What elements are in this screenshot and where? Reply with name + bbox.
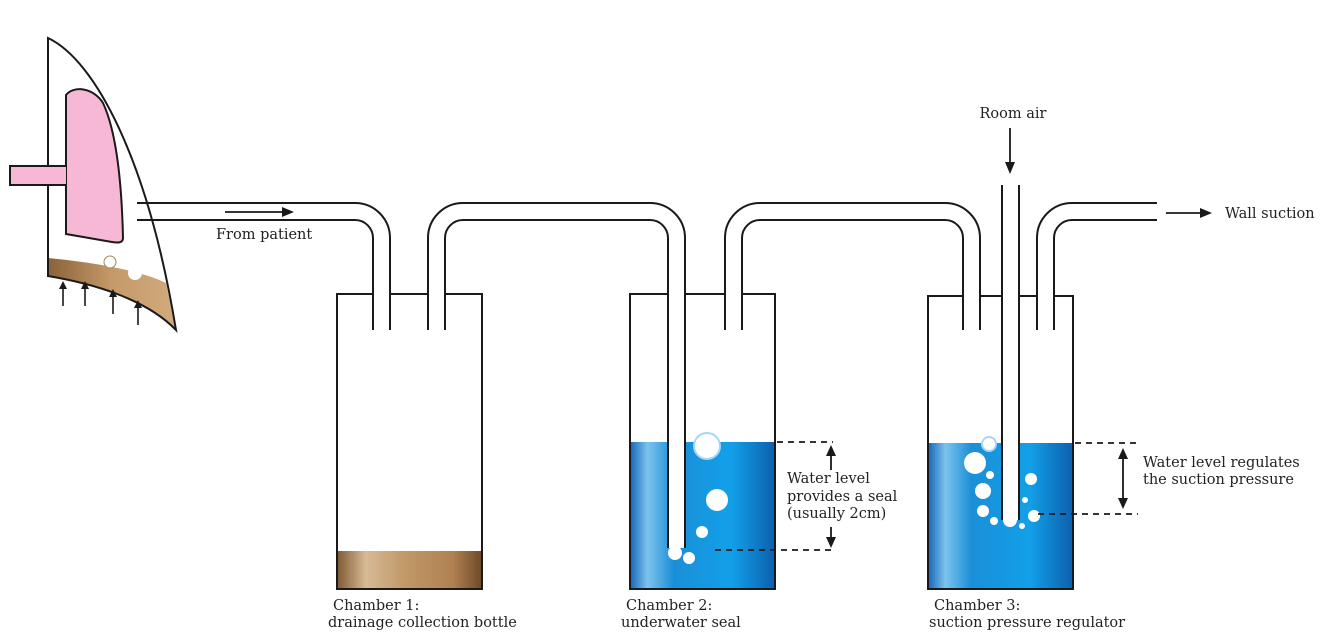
chamber-1 — [336, 293, 483, 590]
label-seal-line-2: provides a seal — [787, 489, 898, 505]
pressure-arrows — [59, 281, 142, 325]
label-regulator-line-2: the suction pressure — [1143, 472, 1294, 488]
regulator-bubbles — [964, 436, 1040, 529]
patient-chest — [9, 36, 178, 333]
label-from-patient: From patient — [216, 227, 312, 243]
label-room-air: Room air — [980, 106, 1047, 122]
label-chamber-3-desc: suction pressure regulator — [929, 615, 1125, 631]
pleural-fluid — [48, 258, 176, 330]
label-wall-suction: Wall suction — [1225, 206, 1315, 222]
water-seal — [630, 442, 775, 589]
chamber-2 — [629, 293, 776, 590]
submerged-vent-tube — [1003, 443, 1018, 520]
fluid-bubble — [103, 255, 117, 269]
regulator-level-indicator — [1038, 442, 1138, 515]
fluid-bubble — [152, 271, 158, 277]
label-regulator-line-1: Water level regulates — [1143, 455, 1300, 471]
lung — [65, 88, 125, 244]
bronchus — [9, 165, 66, 186]
flow-arrow-from-patient — [225, 207, 294, 217]
tube-2-3-inner — [741, 219, 964, 330]
tube-2-3-outer — [724, 202, 981, 330]
label-seal-line-3: (usually 2cm) — [787, 506, 886, 522]
seal-bubbles — [668, 432, 728, 564]
patient-tube-outer — [137, 202, 391, 330]
tube-1-2-outer — [427, 202, 686, 548]
flow-arrow-room-air — [1005, 128, 1015, 174]
label-chamber-1-title: Chamber 1: — [333, 598, 419, 614]
chamber-2-walls — [629, 293, 776, 590]
flow-arrow-wall-suction — [1166, 208, 1212, 218]
chest-wall-outline — [47, 36, 178, 333]
patient-tube-inner — [137, 219, 374, 330]
regulator-water — [928, 443, 1073, 589]
chamber-1-walls — [336, 293, 483, 590]
submerged-tube — [669, 442, 684, 548]
suction-tube-inner — [1053, 219, 1157, 330]
label-chamber-1-desc: drainage collection bottle — [328, 615, 517, 631]
label-seal-line-1: Water level — [787, 471, 870, 487]
label-chamber-3-title: Chamber 3: — [934, 598, 1020, 614]
fluid-bubble — [128, 266, 142, 280]
chamber-3-walls — [927, 295, 1074, 590]
label-chamber-2-desc: underwater seal — [621, 615, 741, 631]
label-chamber-2-title: Chamber 2: — [626, 598, 712, 614]
suction-tube-outer — [1036, 202, 1157, 330]
drainage-fluid — [337, 551, 482, 589]
seal-level-indicator — [715, 441, 836, 551]
chamber-3 — [927, 295, 1074, 590]
tube-1-2-inner — [444, 219, 669, 548]
